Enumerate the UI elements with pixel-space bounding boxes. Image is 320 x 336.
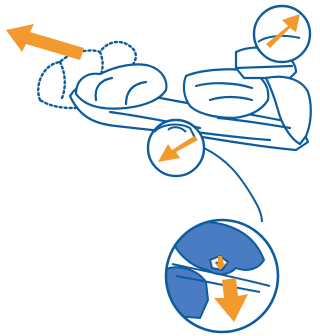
middle-callout: [146, 118, 206, 178]
arrow-left-icon: [6, 24, 84, 60]
top-callout: [252, 4, 312, 64]
arrow-down-left-icon: [158, 136, 198, 162]
arrow-up-right-icon: [266, 14, 300, 48]
arrow-down-icon: [214, 278, 248, 322]
bottom-zoom-callout: [164, 218, 280, 334]
callout-connector: [203, 147, 263, 223]
